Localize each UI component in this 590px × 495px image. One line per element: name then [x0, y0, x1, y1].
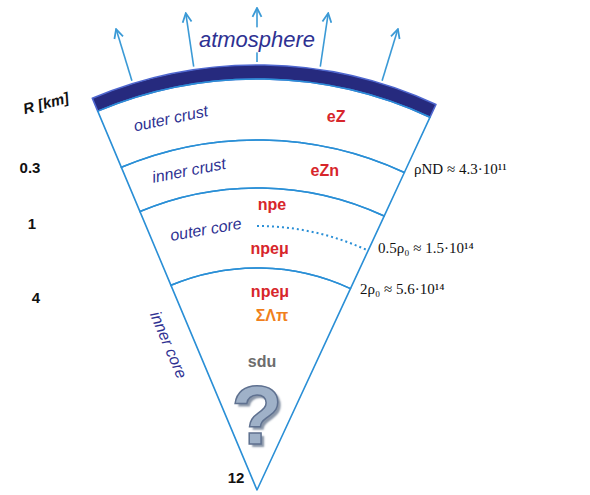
axis-label: R [km]	[21, 89, 71, 118]
particle-label: npeμ	[250, 240, 288, 258]
particle-label: sdu	[248, 353, 276, 371]
radiation-arrow	[116, 29, 132, 81]
layer-name: outer crust	[132, 102, 210, 136]
band-shape	[121, 140, 404, 216]
band-shape	[98, 79, 430, 173]
density-label: ρND ≈ 4.3·10¹¹	[414, 161, 507, 178]
density-label: 0.5ρ₀ ≈ 1.5·10¹⁴	[378, 240, 474, 257]
density-label: 2ρ₀ ≈ 5.6·10¹⁴	[360, 281, 444, 298]
particle-label: ΣΛπ	[256, 307, 289, 325]
layer-band: inner core npeμΣΛπ sdu?	[144, 266, 353, 492]
radius-tick: 4	[32, 289, 40, 306]
band-shape	[140, 188, 384, 289]
particle-label: eZ	[327, 108, 346, 126]
layer-band: outer crust eZ	[96, 77, 432, 174]
layer-name: atmosphere	[195, 27, 319, 52]
band-shape	[92, 65, 436, 117]
band-shape	[171, 268, 350, 490]
radiation-arrow	[186, 13, 194, 66]
radius-tick: 12	[228, 469, 245, 486]
radiation-arrow	[382, 29, 398, 81]
particle-label: npeμ	[251, 283, 289, 301]
layer-band: atmosphere	[90, 25, 438, 119]
layer-name: inner crust	[151, 155, 228, 187]
layer-name: inner core	[146, 309, 191, 382]
radius-tick: 0.3	[20, 159, 41, 176]
radius-tick: 1	[28, 215, 36, 232]
layer-name: outer core	[169, 215, 243, 246]
question-mark: ?	[231, 373, 282, 457]
particle-label: eZn	[311, 162, 339, 180]
particle-label: npe	[258, 196, 286, 214]
radiation-arrow	[320, 13, 328, 66]
layer-band: outer core npe npeμ	[138, 186, 386, 291]
